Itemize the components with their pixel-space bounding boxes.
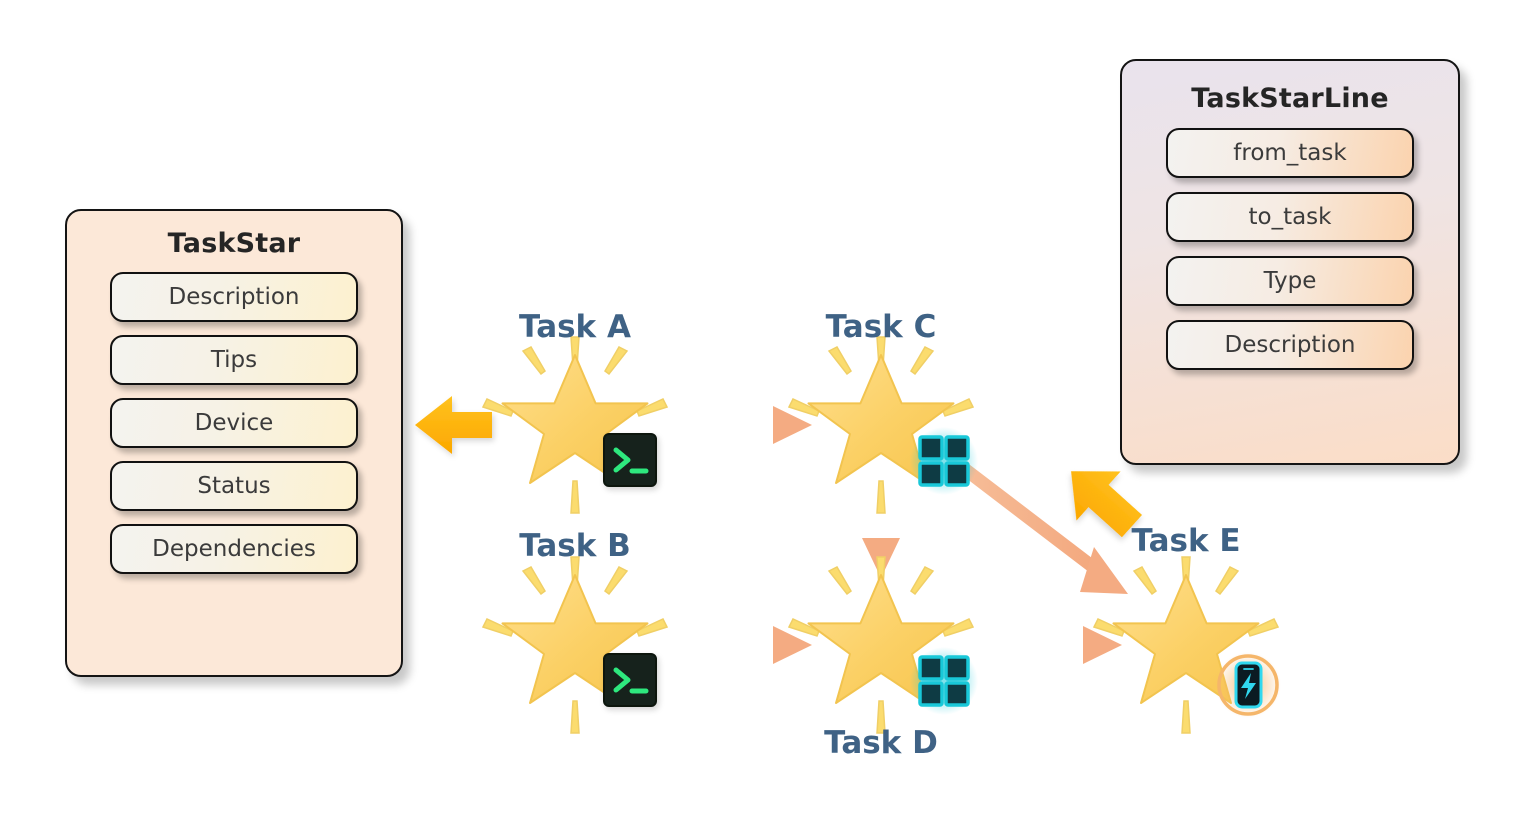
task-label-b: Task B bbox=[519, 528, 631, 564]
windows-icon bbox=[910, 647, 978, 715]
task-label-e: Task E bbox=[1131, 523, 1241, 559]
entity-title-taskstar: TaskStar bbox=[167, 228, 301, 259]
field-chip-description[interactable]: Description bbox=[110, 272, 358, 322]
task-node-a[interactable] bbox=[482, 336, 668, 514]
task-node-e[interactable] bbox=[1093, 556, 1281, 734]
field-chip-device[interactable]: Device bbox=[110, 398, 358, 448]
edge-c-to-e bbox=[962, 464, 1128, 594]
field-chip-description[interactable]: Description bbox=[1166, 320, 1414, 370]
task-node-c[interactable] bbox=[788, 336, 978, 514]
edge-d-to-e bbox=[968, 626, 1122, 664]
task-node-b[interactable] bbox=[482, 556, 668, 734]
terminal-icon bbox=[603, 433, 657, 487]
field-chip-to-task[interactable]: to_task bbox=[1166, 192, 1414, 242]
field-chip-tips[interactable]: Tips bbox=[110, 335, 358, 385]
pointer-to-taskstarline bbox=[1071, 471, 1143, 538]
entity-panel-taskstar[interactable]: TaskStar Description Tips Device Status … bbox=[65, 209, 403, 677]
field-chip-status[interactable]: Status bbox=[110, 461, 358, 511]
edge-a-to-c bbox=[637, 406, 812, 444]
task-label-a: Task A bbox=[519, 309, 631, 345]
task-label-c: Task C bbox=[825, 309, 937, 345]
field-chip-from-task[interactable]: from_task bbox=[1166, 128, 1414, 178]
task-label-d: Task D bbox=[824, 725, 938, 761]
task-node-d[interactable] bbox=[788, 556, 978, 734]
edge-b-to-d bbox=[637, 626, 812, 664]
terminal-icon bbox=[603, 653, 657, 707]
mobile-charge-icon bbox=[1215, 652, 1281, 718]
pointer-to-taskstar bbox=[415, 396, 492, 454]
windows-icon bbox=[910, 427, 978, 495]
entity-panel-taskstarline[interactable]: TaskStarLine from_task to_task Type Desc… bbox=[1120, 59, 1460, 465]
field-chip-type[interactable]: Type bbox=[1166, 256, 1414, 306]
entity-title-taskstarline: TaskStarLine bbox=[1191, 83, 1389, 114]
field-chip-dependencies[interactable]: Dependencies bbox=[110, 524, 358, 574]
